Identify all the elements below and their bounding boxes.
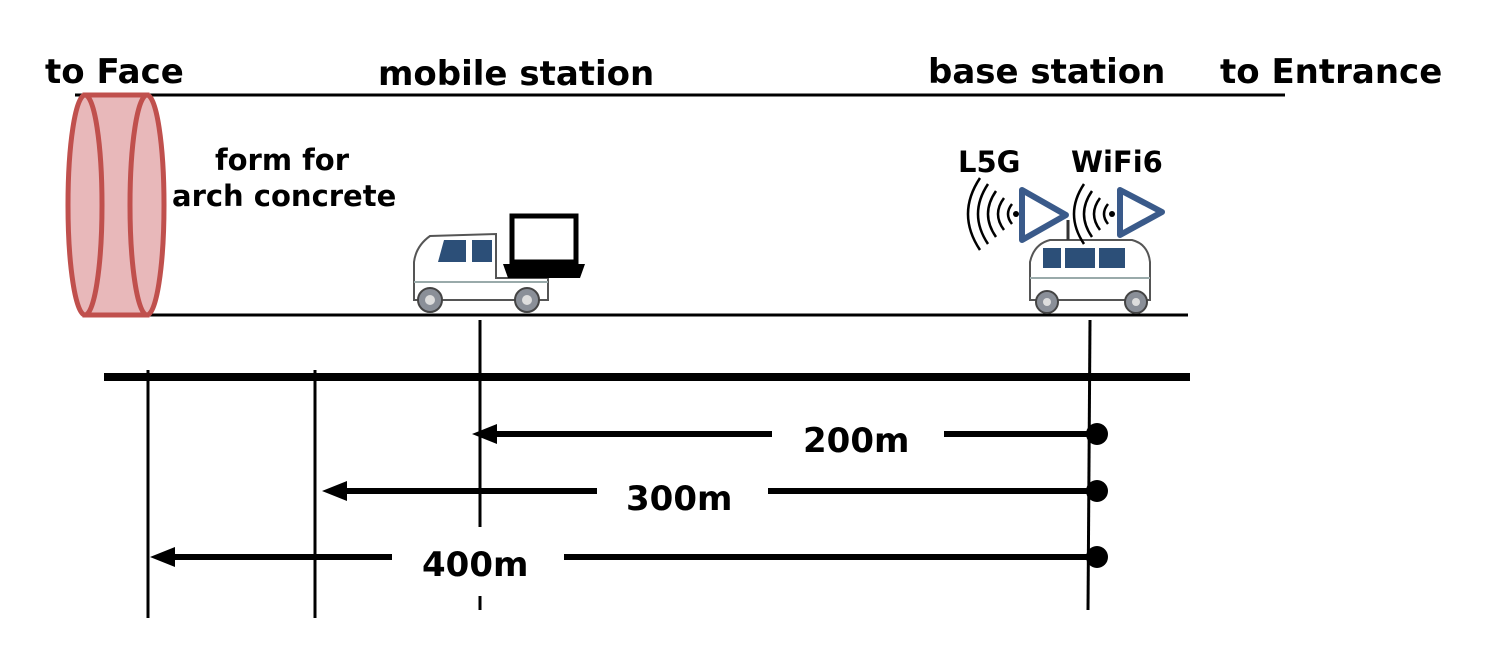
base-station-label: base station bbox=[928, 52, 1165, 92]
l5g-label: L5G bbox=[958, 145, 1020, 179]
to-face-label: to Face bbox=[45, 52, 184, 92]
wifi6-radio-waves-icon bbox=[1072, 183, 1110, 245]
l5g-signal-dot bbox=[1013, 211, 1019, 217]
form-label-line2: arch concrete bbox=[172, 179, 396, 213]
to-entrance-label: to Entrance bbox=[1220, 52, 1442, 92]
distance-arrow-300m: 300m bbox=[322, 479, 1108, 519]
distance-label-200m: 200m bbox=[803, 421, 909, 461]
wifi6-signal-dot bbox=[1109, 211, 1115, 217]
base-reference-line bbox=[1086, 319, 1092, 611]
form-label-line1: form for bbox=[215, 143, 350, 177]
mobile-station-label: mobile station bbox=[378, 54, 654, 94]
distance-arrow-400m: 400m bbox=[150, 545, 1108, 585]
wifi6-label: WiFi6 bbox=[1071, 145, 1163, 179]
distance-label-400m: 400m bbox=[422, 545, 528, 585]
distance-label-300m: 300m bbox=[626, 479, 732, 519]
wifi6-antenna-icon bbox=[1117, 187, 1165, 238]
laptop-icon bbox=[503, 213, 585, 278]
base-van-icon bbox=[1029, 220, 1151, 314]
l5g-radio-waves-icon bbox=[966, 177, 1014, 251]
mobile-van-icon bbox=[413, 232, 549, 313]
l5g-antenna-icon bbox=[1019, 187, 1069, 243]
distance-arrow-200m: 200m bbox=[472, 421, 1108, 461]
cylinder-form-icon bbox=[65, 92, 167, 318]
